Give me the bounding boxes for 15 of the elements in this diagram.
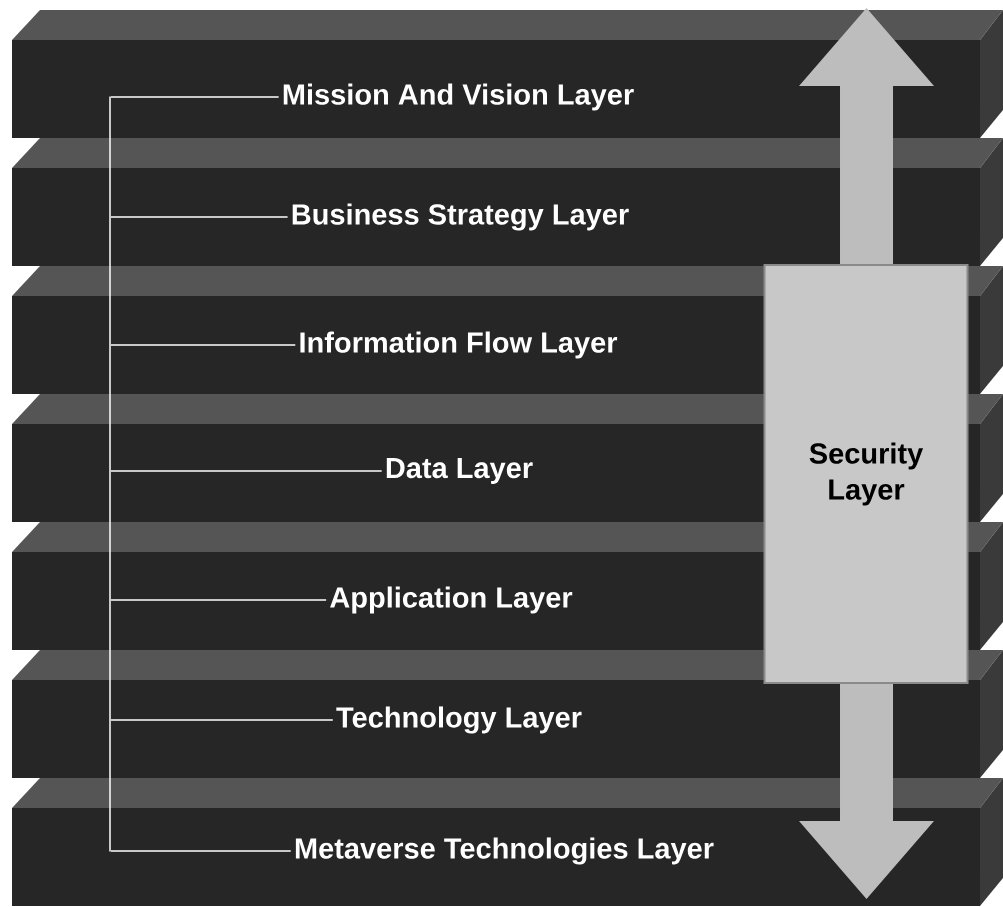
connector-line bbox=[110, 719, 334, 721]
connector-line bbox=[110, 96, 280, 98]
layer-label: Metaverse Technologies Layer bbox=[295, 837, 714, 865]
connector-line bbox=[110, 344, 297, 346]
layer-label: Data Layer bbox=[386, 458, 533, 484]
security-box: Security Layer bbox=[763, 264, 969, 684]
connector-line bbox=[110, 470, 383, 472]
layer-label: Application Layer bbox=[330, 586, 573, 614]
connector-line bbox=[110, 216, 289, 218]
connector-line bbox=[110, 599, 327, 601]
layer-label: Technology Layer bbox=[336, 706, 582, 734]
layer-label: Mission And Vision Layer bbox=[283, 83, 634, 111]
layer-label: Business Strategy Layer bbox=[292, 203, 629, 231]
connector-line bbox=[110, 850, 292, 852]
layer-label: Information Flow Layer bbox=[300, 331, 618, 359]
